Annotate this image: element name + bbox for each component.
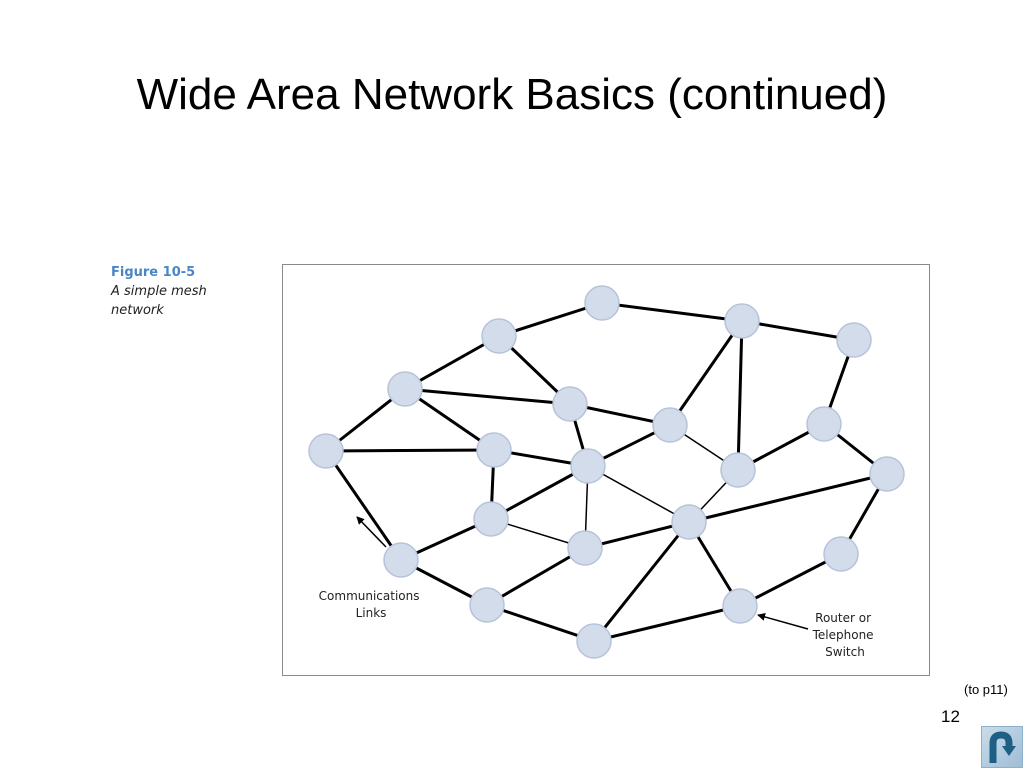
router-node	[806, 406, 842, 442]
router-node	[823, 536, 859, 572]
u-turn-arrow-icon	[989, 731, 1016, 763]
communications-link	[600, 301, 744, 323]
router-node	[308, 433, 344, 469]
page-number: 12	[941, 707, 960, 726]
router-node	[570, 448, 606, 484]
communications-link	[403, 387, 496, 452]
communications-link	[738, 552, 843, 608]
mesh-network-diagram: Communications Links Router or Telephone…	[308, 285, 905, 659]
communications-link-thin	[587, 465, 690, 523]
communications-link	[736, 319, 744, 472]
communications-link	[324, 449, 403, 562]
router-node	[552, 386, 588, 422]
router-node	[869, 456, 905, 492]
communications-link	[668, 319, 744, 427]
reference-note: (to p11)	[964, 682, 1008, 697]
links-callout-arrow	[356, 516, 387, 548]
router-node	[724, 303, 760, 339]
router-node	[576, 623, 612, 659]
router-node	[473, 501, 509, 537]
figure-caption: Figure 10-5 A simple mesh network	[111, 263, 251, 320]
router-node	[671, 504, 707, 540]
figure-description: A simple mesh network	[111, 284, 207, 318]
router-annotation: Router or Telephone Switch	[812, 611, 878, 659]
communications-link	[403, 387, 572, 406]
communications-link	[592, 520, 691, 643]
router-node	[720, 452, 756, 488]
nodes-layer	[308, 285, 905, 659]
router-node	[584, 285, 620, 321]
router-node	[476, 432, 512, 468]
return-button[interactable]	[981, 726, 1023, 768]
communications-link	[485, 603, 596, 643]
router-node	[383, 542, 419, 578]
mesh-network-figure: Communications Links Router or Telephone…	[282, 264, 930, 676]
communications-link	[485, 546, 587, 607]
communications-link	[687, 472, 889, 524]
communications-link	[740, 319, 856, 342]
router-node	[387, 371, 423, 407]
communications-link	[497, 301, 604, 338]
communications-link	[583, 520, 691, 550]
router-node	[836, 322, 872, 358]
router-node	[567, 530, 603, 566]
communications-link	[403, 334, 501, 391]
router-callout-arrow	[757, 613, 809, 630]
figure-label: Figure 10-5	[111, 265, 196, 280]
communications-link	[489, 464, 590, 521]
router-node	[481, 318, 517, 354]
communications-link	[592, 604, 742, 643]
communications-link	[324, 448, 496, 453]
router-node	[652, 407, 688, 443]
slide-title: Wide Area Network Basics (continued)	[136, 70, 888, 119]
router-node	[722, 588, 758, 624]
links-annotation: Communications Links	[319, 589, 424, 620]
router-node	[469, 587, 505, 623]
